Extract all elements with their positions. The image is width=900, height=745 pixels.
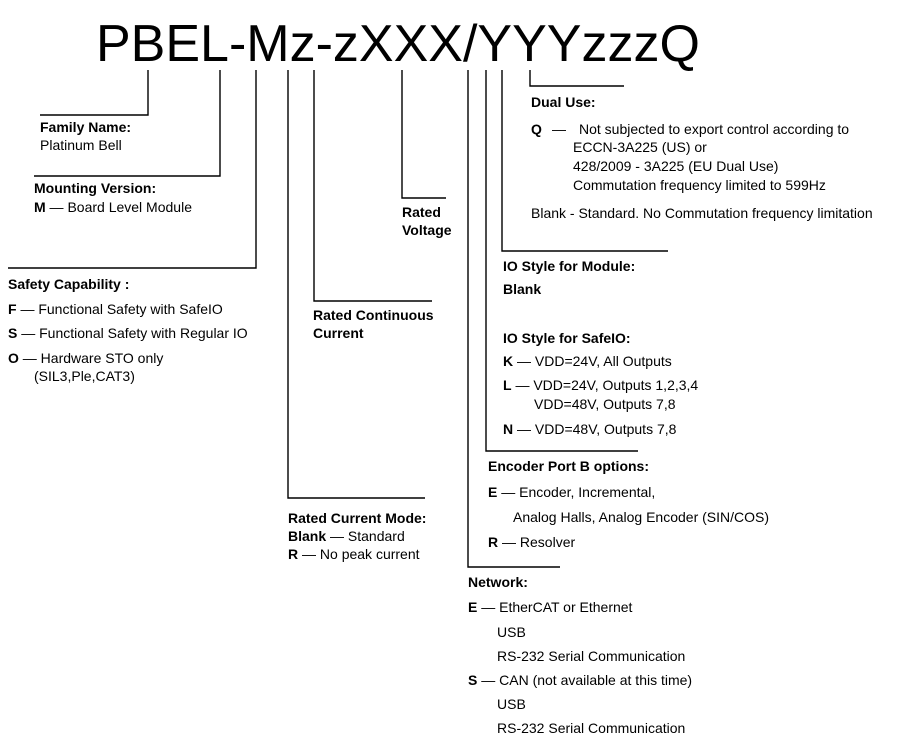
dual-use-q-code: Q	[531, 121, 542, 137]
network-title: Network:	[468, 574, 528, 590]
encoder-e: E — Encoder, Incremental,	[488, 483, 655, 501]
rated-voltage-line2: Voltage	[402, 222, 452, 238]
io-safe-title: IO Style for SafeIO:	[503, 330, 631, 346]
io-safe-k: K — VDD=24V, All Outputs	[503, 352, 672, 370]
leader-mounting	[34, 70, 221, 177]
io-safe-desc-k: — VDD=24V, All Outputs	[513, 353, 672, 369]
rated-current-mode-title: Rated Current Mode:	[288, 510, 427, 526]
safety-item-o: O — Hardware STO only	[8, 349, 163, 367]
rcm-code-r: R	[288, 546, 299, 562]
leader-encoder	[485, 70, 638, 452]
encoder-code-e: E	[488, 484, 498, 500]
rated-current-mode-r: R — No peak current	[288, 545, 420, 563]
leader-family	[40, 70, 149, 116]
io-safe-desc-l: — VDD=24V, Outputs 1,2,3,4	[511, 377, 699, 393]
mounting-desc: — Board Level Module	[45, 199, 192, 215]
rcm-code-blank: Blank	[288, 528, 327, 544]
safety-item-s: S — Functional Safety with Regular IO	[8, 324, 248, 342]
network-e: E — EtherCAT or Ethernet	[468, 598, 632, 616]
dual-use-q-line1: Not subjected to export control accordin…	[579, 121, 850, 137]
rcm-desc-r: — No peak current	[298, 546, 420, 562]
leader-network	[467, 70, 560, 568]
network-e-rs232: RS-232 Serial Communication	[497, 648, 686, 664]
family-name-title: Family Name:	[40, 119, 132, 135]
safety-capability-title: Safety Capability :	[8, 276, 130, 292]
dual-use-q-dash: —	[552, 121, 566, 137]
encoder-code-r: R	[488, 534, 499, 550]
network-s-usb: USB	[497, 696, 526, 712]
safety-desc-s: — Functional Safety with Regular IO	[17, 325, 248, 341]
encoder-title: Encoder Port B options:	[488, 458, 649, 474]
dual-use-title: Dual Use:	[531, 94, 596, 110]
dual-use-q-line3: 428/2009 - 3A225 (EU Dual Use)	[573, 158, 779, 174]
rated-continuous-line1: Rated Continuous	[313, 307, 434, 323]
rated-current-mode-blank: Blank — Standard	[288, 527, 405, 545]
network-code-s: S	[468, 672, 478, 688]
leader-rated-continuous	[313, 70, 432, 302]
leader-rated-current-mode	[287, 70, 425, 499]
io-safe-l-line2: VDD=48V, Outputs 7,8	[534, 396, 676, 412]
dual-use-q-line2: ECCN-3A225 (US) or	[573, 139, 707, 155]
leader-dual-use	[529, 70, 624, 87]
io-module-title: IO Style for Module:	[503, 258, 636, 274]
encoder-desc-r: — Resolver	[498, 534, 576, 550]
mounting-code: M	[34, 199, 46, 215]
io-safe-n: N — VDD=48V, Outputs 7,8	[503, 420, 676, 438]
leader-safety	[8, 70, 257, 269]
io-safe-desc-n: — VDD=48V, Outputs 7,8	[513, 421, 677, 437]
dual-use-blank: Blank - Standard. No Commutation frequen…	[531, 205, 873, 221]
safety-desc-o: — Hardware STO only	[18, 350, 164, 366]
network-e-usb: USB	[497, 624, 526, 640]
encoder-desc-e: — Encoder, Incremental,	[497, 484, 656, 500]
io-module-value: Blank	[503, 281, 542, 297]
rated-continuous-line2: Current	[313, 325, 364, 341]
rcm-desc-blank: — Standard	[326, 528, 405, 544]
network-desc-e: — EtherCAT or Ethernet	[477, 599, 633, 615]
mounting-item-m: M — Board Level Module	[34, 198, 192, 216]
leader-rated-voltage	[401, 70, 446, 199]
family-name-value: Platinum Bell	[40, 137, 122, 153]
leader-io-style	[501, 70, 668, 252]
part-number-code: PBEL-Mz-zXXX/YYYzzzQ	[96, 15, 700, 73]
dual-use-q-line4: Commutation frequency limited to 599Hz	[573, 177, 826, 193]
io-safe-code-n: N	[503, 421, 514, 437]
network-code-e: E	[468, 599, 478, 615]
encoder-r: R — Resolver	[488, 533, 575, 551]
safety-note: (SIL3,Ple,CAT3)	[34, 368, 135, 384]
safety-item-f: F — Functional Safety with SafeIO	[8, 300, 223, 318]
network-desc-s: — CAN (not available at this time)	[477, 672, 693, 688]
encoder-e-line2: Analog Halls, Analog Encoder (SIN/COS)	[513, 509, 770, 525]
io-safe-code-l: L	[503, 377, 512, 393]
io-safe-code-k: K	[503, 353, 514, 369]
safety-desc-f: — Functional Safety with SafeIO	[16, 301, 223, 317]
network-s-rs232: RS-232 Serial Communication	[497, 720, 686, 736]
safety-code-s: S	[8, 325, 18, 341]
mounting-version-title: Mounting Version:	[34, 180, 157, 196]
io-safe-l: L — VDD=24V, Outputs 1,2,3,4	[503, 376, 698, 394]
safety-code-f: F	[8, 301, 17, 317]
safety-code-o: O	[8, 350, 19, 366]
network-s: S — CAN (not available at this time)	[468, 671, 692, 689]
rated-voltage-line1: Rated	[402, 204, 441, 220]
